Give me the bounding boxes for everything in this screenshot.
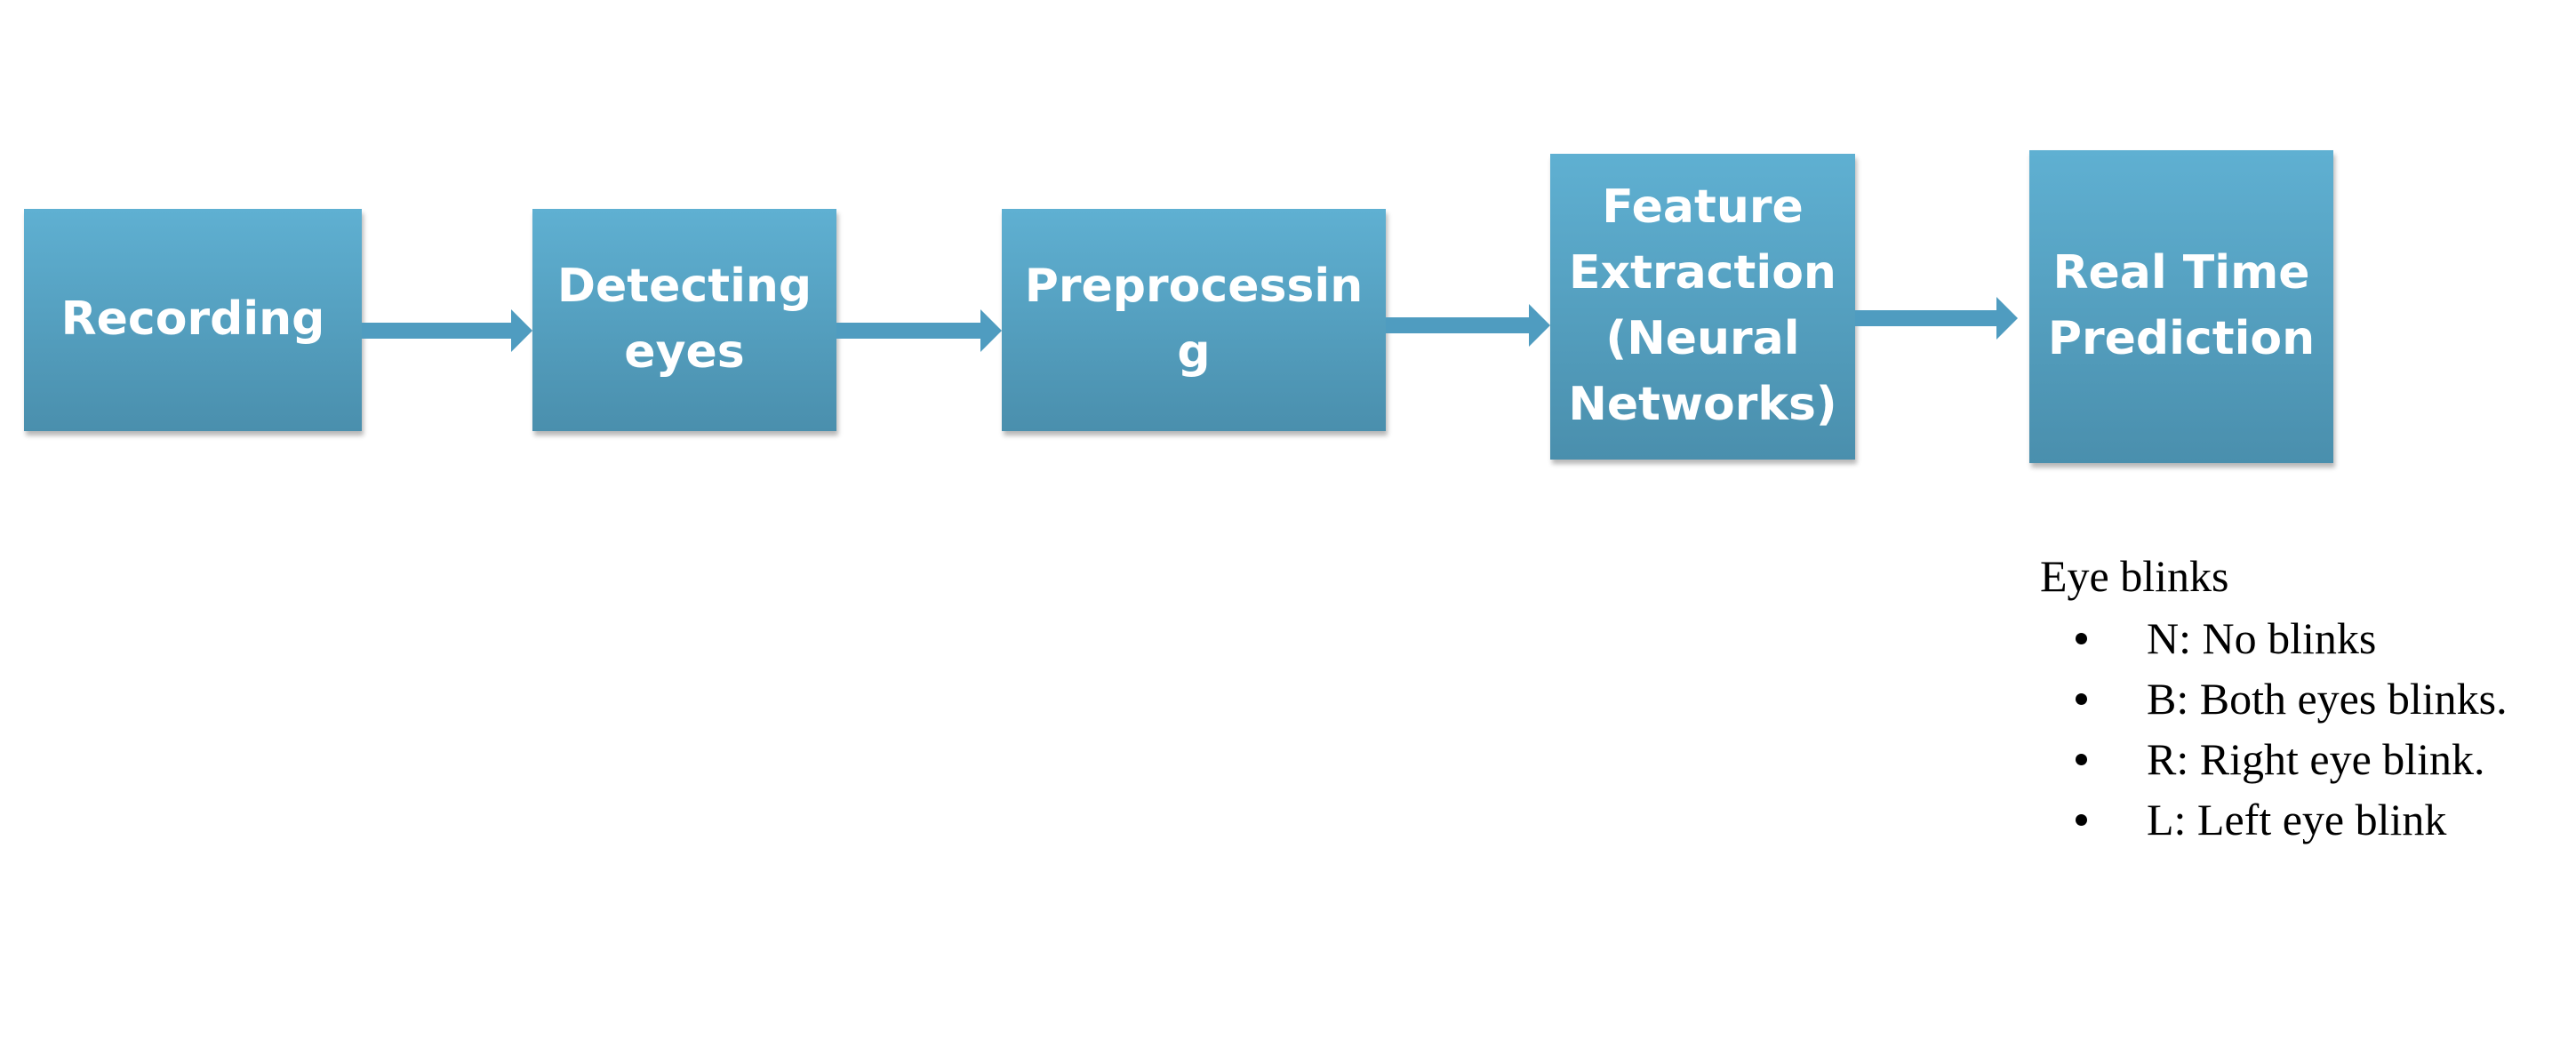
node-recording-label: Recording: [60, 292, 325, 347]
node-real-time-prediction-label: Real Time Prediction: [2047, 246, 2316, 365]
node-recording: Recording: [24, 209, 362, 431]
node-detecting-eyes: Detecting eyes: [532, 209, 836, 431]
legend-item-label: N: No blinks: [2147, 613, 2377, 663]
bullet-icon: [2076, 633, 2087, 644]
legend-item-label: B: Both eyes blinks.: [2147, 674, 2508, 724]
node-feature-extraction: Feature Extraction (Neural Networks): [1550, 154, 1855, 460]
node-preprocessing-label: Preprocessin g: [1024, 260, 1364, 379]
node-feature-extraction-label: Feature Extraction (Neural Networks): [1568, 180, 1837, 431]
bullet-icon: [2076, 754, 2087, 765]
node-detecting-eyes-label: Detecting eyes: [556, 260, 812, 379]
eye-blinks-legend: Eye blinks N: No blinks B: Both eyes bli…: [2040, 544, 2508, 850]
node-real-time-prediction: Real Time Prediction: [2029, 150, 2333, 463]
legend-item-both-eyes: B: Both eyes blinks.: [2040, 668, 2508, 729]
arrow-detecting-to-preprocessing: [836, 309, 1002, 352]
bullet-icon: [2076, 693, 2087, 705]
arrow-recording-to-detecting: [362, 309, 532, 352]
legend-list: N: No blinks B: Both eyes blinks. R: Rig…: [2040, 608, 2508, 850]
legend-item-no-blinks: N: No blinks: [2040, 608, 2508, 668]
legend-item-label: R: Right eye blink.: [2147, 734, 2485, 784]
bullet-icon: [2076, 814, 2087, 826]
node-preprocessing: Preprocessin g: [1002, 209, 1386, 431]
legend-title: Eye blinks: [2040, 551, 2229, 601]
legend-item-left-eye: L: Left eye blink: [2040, 789, 2508, 850]
legend-item-right-eye: R: Right eye blink.: [2040, 729, 2508, 789]
arrow-preprocessing-to-feature: [1386, 304, 1550, 347]
legend-item-label: L: Left eye blink: [2147, 795, 2447, 844]
arrow-feature-to-prediction: [1855, 297, 2018, 340]
